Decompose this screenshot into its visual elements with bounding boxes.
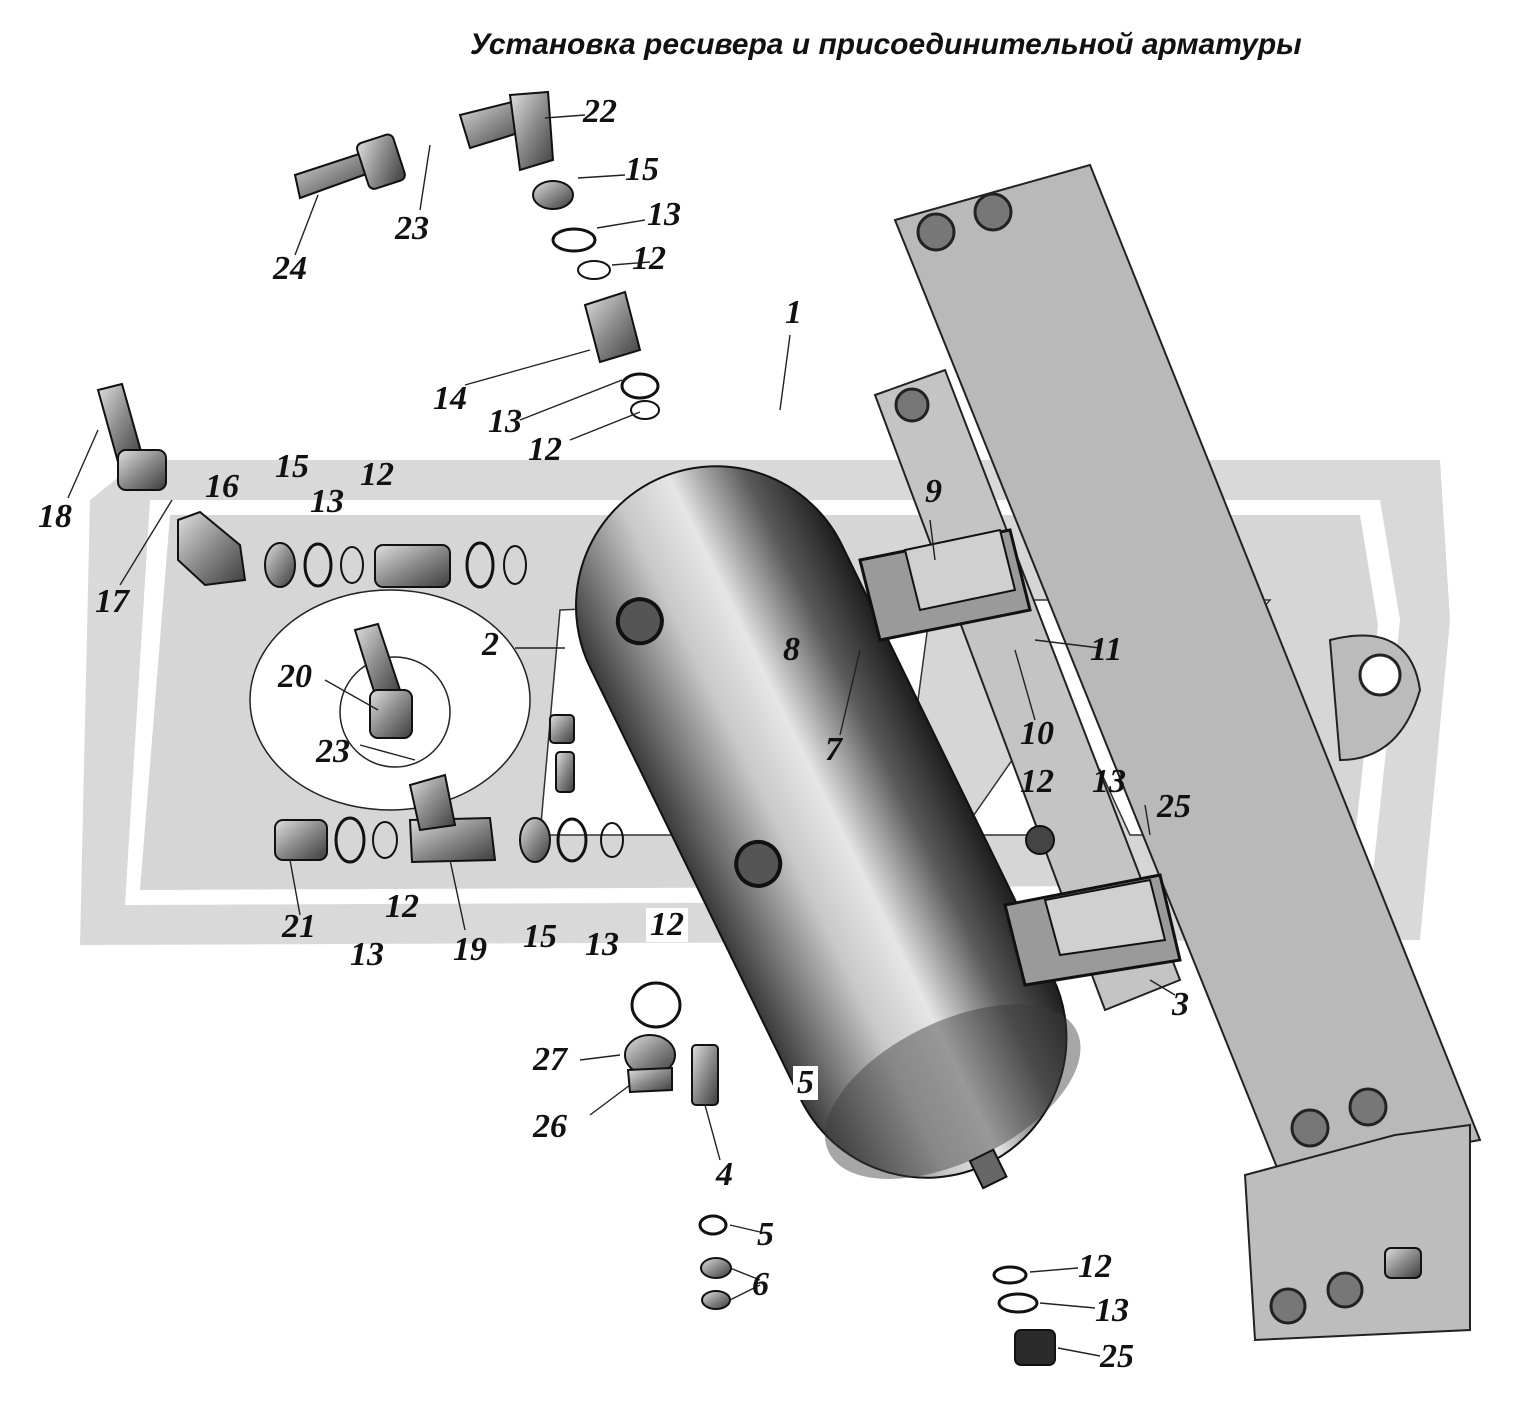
callout-7: 7 <box>825 731 842 768</box>
callout-16: 16 <box>205 468 239 505</box>
callout-27: 27 <box>533 1041 567 1078</box>
callout-12-upper: 12 <box>528 431 562 468</box>
fittings <box>96 90 1422 1366</box>
callout-19: 19 <box>453 931 487 968</box>
callout-12-bottom: 12 <box>1078 1248 1112 1285</box>
receiver-tank <box>575 465 1081 1190</box>
callout-26: 26 <box>533 1108 567 1145</box>
callout-1: 1 <box>785 294 802 331</box>
callout-12-top: 12 <box>632 240 666 277</box>
callout-17: 17 <box>95 583 129 620</box>
callout-22: 22 <box>583 93 617 130</box>
callout-5-top: 5 <box>793 1066 818 1100</box>
bracket-plate <box>873 368 1182 1012</box>
callout-15-top: 15 <box>625 151 659 188</box>
callout-12-lower: 12 <box>646 908 688 942</box>
clamp-lower <box>1003 825 1182 987</box>
callout-3: 3 <box>1172 986 1189 1023</box>
mounting-rail <box>893 163 1482 1342</box>
callout-25-right: 25 <box>1157 788 1191 825</box>
callout-18: 18 <box>38 498 72 535</box>
callout-9: 9 <box>925 473 942 510</box>
callout-11: 11 <box>1090 631 1123 668</box>
callout-10: 10 <box>1020 715 1054 752</box>
callout-13-lower: 13 <box>585 926 619 963</box>
callout-13-right: 13 <box>1092 763 1126 800</box>
callout-5-bottom: 5 <box>757 1216 774 1253</box>
callout-2: 2 <box>482 626 499 663</box>
callout-13-bottom: 13 <box>1095 1292 1129 1329</box>
callout-13-upper: 13 <box>488 403 522 440</box>
clamp-upper <box>858 528 1032 642</box>
callout-4: 4 <box>716 1156 733 1193</box>
diagram-title: Установка ресивера и присоединительной а… <box>470 28 1302 61</box>
callout-21: 21 <box>282 908 316 945</box>
callout-13-top: 13 <box>647 196 681 233</box>
callout-13-lower-left: 13 <box>350 936 384 973</box>
callout-23-top: 23 <box>395 210 429 247</box>
leader-lines <box>67 114 1176 1357</box>
callout-15-left: 15 <box>275 448 309 485</box>
callout-8: 8 <box>783 631 800 668</box>
callout-24: 24 <box>273 250 307 287</box>
callout-12-right: 12 <box>1020 763 1054 800</box>
callout-20: 20 <box>278 658 312 695</box>
callout-12-lower-left: 12 <box>385 888 419 925</box>
callout-6: 6 <box>752 1266 769 1303</box>
callout-14: 14 <box>433 380 467 417</box>
callout-25-bottom: 25 <box>1100 1338 1134 1375</box>
callout-12-left: 12 <box>360 456 394 493</box>
callout-13-left: 13 <box>310 483 344 520</box>
callout-15-lower: 15 <box>523 918 557 955</box>
callout-23-middle: 23 <box>316 733 350 770</box>
